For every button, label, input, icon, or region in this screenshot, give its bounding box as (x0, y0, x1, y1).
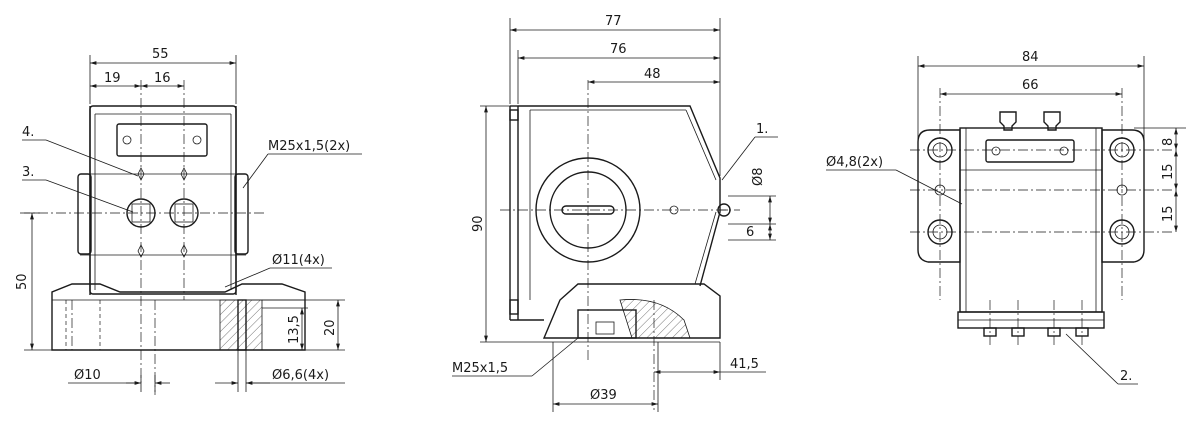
dim-rear-hole: Ø4,8(2x) (826, 155, 883, 170)
dim-6: 6 (746, 225, 754, 240)
front-section-hatch (219, 299, 263, 351)
dim-d39: Ø39 (590, 388, 617, 403)
dim-90: 90 (471, 215, 486, 232)
side-view: 77 76 48 90 Ø8 6 1. M25x1,5 41,5 (452, 14, 778, 412)
dim-13-5: 13,5 (287, 315, 302, 344)
dim-77: 77 (605, 14, 622, 29)
side-base (542, 283, 721, 339)
dim-thread-front: M25x1,5(2x) (268, 139, 350, 154)
dim-66: 66 (1022, 78, 1039, 93)
rear-view: 84 66 8 15 15 Ø4,8(2x) 2. (826, 50, 1186, 385)
side-section-hatch (619, 299, 691, 339)
dim-8: 8 (1161, 138, 1176, 146)
dim-19: 19 (104, 71, 121, 86)
dim-thread-side: M25x1,5 (452, 361, 508, 376)
dim-55: 55 (152, 47, 169, 62)
front-label-plate (116, 123, 208, 157)
dim-41-5: 41,5 (730, 357, 759, 372)
dim-76: 76 (610, 42, 627, 57)
dim-counterbore: Ø11(4x) (272, 253, 325, 268)
front-housing (89, 105, 237, 295)
callout-1: 1. (756, 122, 768, 137)
dim-15a: 15 (1161, 163, 1176, 180)
front-view: 55 19 16 50 20 13,5 Ø11(4x) Ø10 (15, 47, 362, 395)
dim-hole: Ø10 (74, 368, 101, 383)
dim-d8: Ø8 (751, 167, 766, 186)
rear-housing (959, 127, 1103, 313)
rear-label-plate (985, 139, 1075, 163)
dim-48: 48 (644, 67, 661, 82)
side-housing (509, 105, 721, 320)
dim-bolt-hole: Ø6,6(4x) (272, 368, 329, 383)
dim-50: 50 (15, 273, 30, 290)
callout-2: 2. (1120, 369, 1132, 384)
callout-4: 4. (22, 125, 34, 140)
dim-20: 20 (323, 319, 338, 336)
rear-connector-left (999, 111, 1017, 131)
dim-16: 16 (154, 71, 171, 86)
dim-15b: 15 (1161, 205, 1176, 222)
dim-84: 84 (1022, 50, 1039, 65)
callout-3: 3. (22, 165, 34, 180)
rear-connector-right (1043, 111, 1061, 131)
